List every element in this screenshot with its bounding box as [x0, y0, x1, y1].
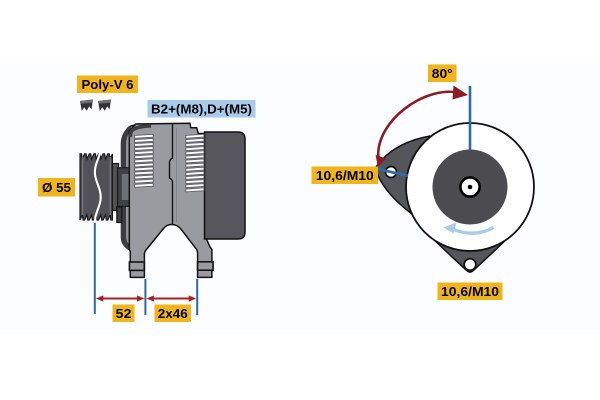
- svg-text:B2+(M8),D+(M5): B2+(M8),D+(M5): [151, 101, 252, 116]
- svg-text:80°: 80°: [432, 66, 453, 81]
- svg-text:52: 52: [116, 306, 132, 321]
- svg-text:2x46: 2x46: [158, 306, 188, 321]
- svg-text:Ø 55: Ø 55: [42, 180, 71, 195]
- svg-text:Poly-V 6: Poly-V 6: [82, 77, 134, 92]
- svg-text:10,6/M10: 10,6/M10: [316, 168, 374, 183]
- svg-text:10,6/M10: 10,6/M10: [441, 284, 499, 299]
